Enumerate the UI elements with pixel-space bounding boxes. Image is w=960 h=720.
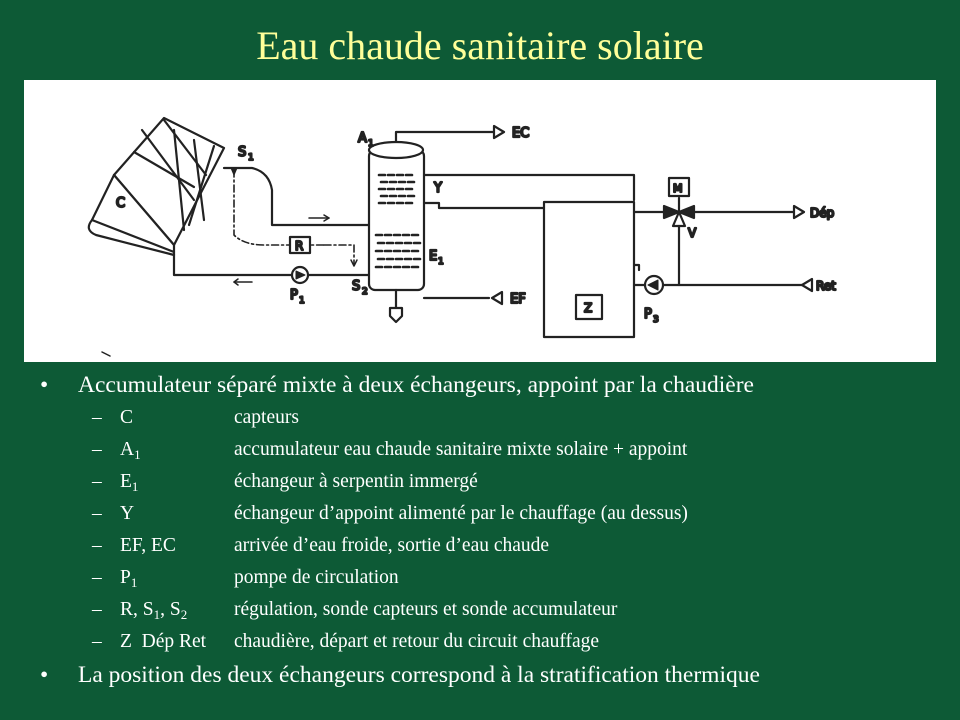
legend-item: – A1 accumulateur eau chaude sanitaire m… xyxy=(40,434,940,466)
svg-text:1: 1 xyxy=(248,153,254,163)
legend-key: R, S1, S2 xyxy=(120,599,188,622)
label-ef: EF xyxy=(510,292,526,307)
slide-title: Eau chaude sanitaire solaire xyxy=(256,23,704,68)
legend-desc: échangeur d’appoint alimenté par le chau… xyxy=(234,503,688,524)
bullet-list: • Accumulateur séparé mixte à deux échan… xyxy=(40,370,940,690)
label-s1: S xyxy=(238,145,246,160)
label-ec: EC xyxy=(512,126,529,141)
legend-key: EF, EC xyxy=(120,535,176,556)
bullet-dot: • xyxy=(40,662,49,688)
solar-water-heater-diagram: C R xyxy=(24,80,936,362)
bullet-item: • Accumulateur séparé mixte à deux échan… xyxy=(40,370,940,400)
svg-text:1: 1 xyxy=(368,139,374,149)
label-e1: E xyxy=(429,249,437,264)
svg-text:2: 2 xyxy=(362,287,368,297)
label-z: Z xyxy=(584,301,592,315)
label-r: R xyxy=(295,239,303,253)
legend-item: – P1 pompe de circulation xyxy=(40,562,940,594)
label-dep: Dép xyxy=(810,206,834,220)
label-s2: S xyxy=(352,279,360,294)
legend-key: C xyxy=(120,407,134,428)
legend-key: A1 xyxy=(120,439,141,462)
legend-desc: chaudière, départ et retour du circuit c… xyxy=(234,631,600,652)
legend-key: Y xyxy=(120,503,135,524)
bullet-text: Accumulateur séparé mixte à deux échange… xyxy=(78,372,754,398)
legend-desc: pompe de circulation xyxy=(234,567,399,588)
legend-desc: accumulateur eau chaude sanitaire mixte … xyxy=(234,439,688,460)
svg-text:3: 3 xyxy=(653,315,659,325)
legend-desc: échangeur à serpentin immergé xyxy=(234,471,478,492)
label-a1: A xyxy=(358,131,367,146)
legend-key: P1 xyxy=(120,567,138,590)
label-y: Y xyxy=(433,181,442,196)
svg-text:1: 1 xyxy=(299,296,305,306)
bullet-dot: • xyxy=(40,372,49,398)
label-m: M xyxy=(673,182,683,195)
legend-item: – EF, EC arrivée d’eau froide, sortie d’… xyxy=(40,530,940,562)
legend-key: Z Dép Ret xyxy=(120,631,207,652)
label-p1: P xyxy=(290,288,298,303)
svg-text:1: 1 xyxy=(438,257,444,267)
collector-panel xyxy=(87,116,226,257)
legend-item: – C capteurs xyxy=(40,402,940,434)
legend-desc: capteurs xyxy=(234,407,299,428)
label-p3: P xyxy=(644,307,652,322)
bullet-item: • La position des deux échangeurs corres… xyxy=(40,660,940,690)
label-c: C xyxy=(116,196,125,211)
legend-item: – Y échangeur d’appoint alimenté par le … xyxy=(40,498,940,530)
legend-list: – C capteurs – A1 accumulateur eau chaud… xyxy=(40,402,940,658)
legend-key: E1 xyxy=(120,471,139,494)
legend-item: – R, S1, S2 régulation, sonde capteurs e… xyxy=(40,594,940,626)
regulator-box xyxy=(288,235,312,255)
legend-item: – Z Dép Ret chaudière, départ et retour … xyxy=(40,626,940,658)
storage-tank xyxy=(367,140,426,324)
legend-item: – E1 échangeur à serpentin immergé xyxy=(40,466,940,498)
label-v: V xyxy=(688,226,697,240)
bullet-text: La position des deux échangeurs correspo… xyxy=(78,662,760,688)
label-ret: Ret xyxy=(816,279,836,293)
legend-desc: régulation, sonde capteurs et sonde accu… xyxy=(234,599,618,620)
legend-desc: arrivée d’eau froide, sortie d’eau chaud… xyxy=(234,535,550,556)
